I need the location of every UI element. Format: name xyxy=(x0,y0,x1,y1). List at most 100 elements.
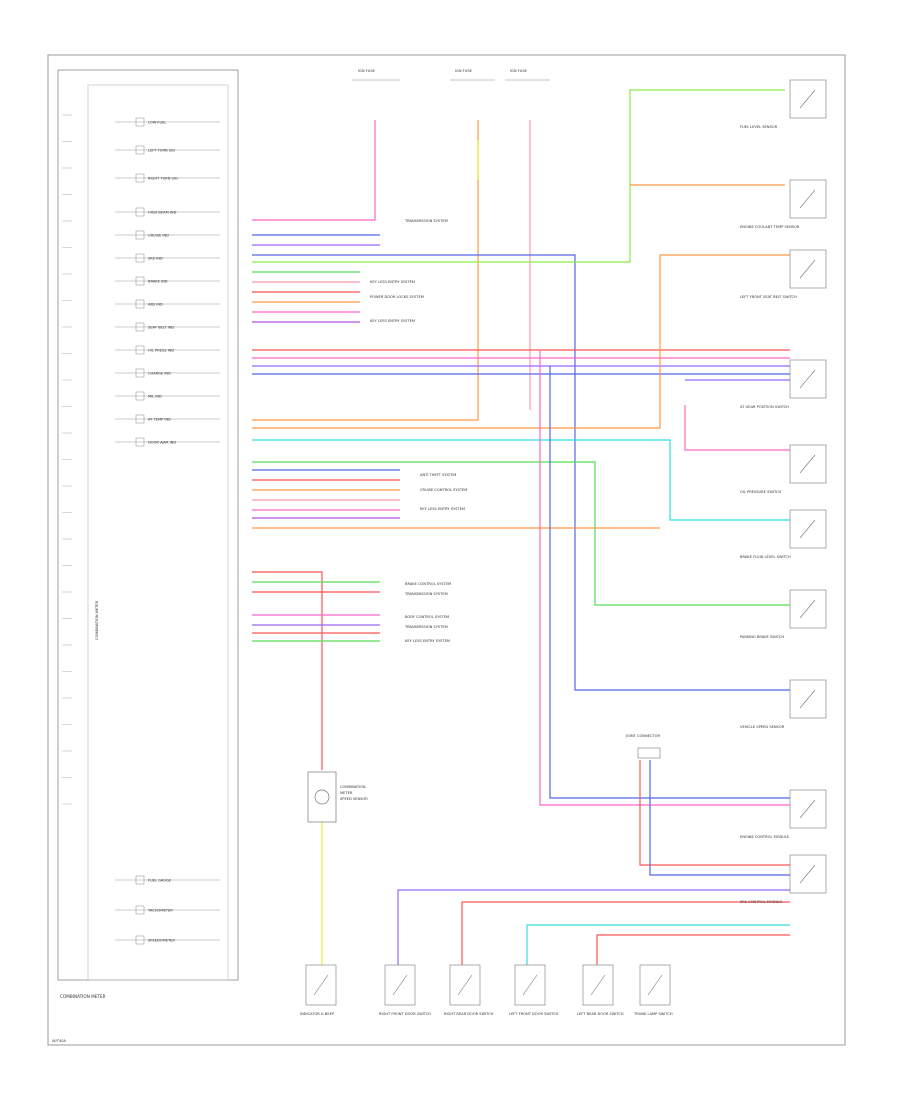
right-component: LEFT FRONT SEAT BELT SWITCH xyxy=(740,249,827,299)
center-system-labels: TRANSMISSION SYSTEM KEY LESS ENTRY SYSTEM… xyxy=(370,219,467,643)
bottom-component-label: RIGHT FRONT DOOR SWITCH xyxy=(379,1012,431,1016)
cluster-item: CHARGE IND xyxy=(115,368,220,378)
right-component-label: LEFT FRONT SEAT BELT SWITCH xyxy=(740,295,797,299)
bottom-component: LEFT FRONT DOOR SWITCH xyxy=(509,964,558,1016)
fuse-label-2: IGN FUSE xyxy=(455,69,473,73)
right-component: PARKING BRAKE SWITCH xyxy=(740,589,827,639)
system-label: CRUISE CONTROL SYSTEM xyxy=(420,488,467,492)
bottom-component-label: LEFT FRONT DOOR SWITCH xyxy=(509,1012,558,1016)
right-component: ENGINE CONTROL MODULE xyxy=(740,789,827,839)
cluster-item-label: MIL IND xyxy=(148,395,162,399)
joint-connector: JOINT CONNECTOR xyxy=(625,734,660,759)
cluster-box xyxy=(57,69,239,981)
system-label: BODY CONTROL SYSTEM xyxy=(405,615,449,619)
system-label: TRANSMISSION SYSTEM xyxy=(404,219,448,223)
fuse-label-3: IGN FUSE xyxy=(510,69,528,73)
wire-cyan-mid xyxy=(252,439,790,521)
wire-purple-door1 xyxy=(397,889,790,965)
cluster-pin-labels xyxy=(62,114,72,805)
cluster-item-label: LEFT TURN SIG xyxy=(148,149,175,153)
cluster-item: SPEEDOMETER xyxy=(115,935,220,945)
wire-lime-1 xyxy=(252,89,785,263)
right-component-label: BRAKE FLUID LEVEL SWITCH xyxy=(740,555,791,559)
right-component: AT GEAR POSITION SWITCH xyxy=(740,359,827,409)
wire-red-door4 xyxy=(596,934,790,965)
right-component-label: AT GEAR POSITION SWITCH xyxy=(740,405,789,409)
wire-blue-srs2 xyxy=(649,760,790,876)
speed-sensor-gauge: COMBINATION METER SPEED SENSOR xyxy=(307,771,368,823)
bottom-component: LEFT REAR DOOR SWITCH xyxy=(577,964,624,1016)
bottom-component-label: LEFT REAR DOOR SWITCH xyxy=(577,1012,624,1016)
right-component: ENGINE COOLANT TEMP SENSOR xyxy=(740,179,827,229)
cluster-item: OIL PRESS IND xyxy=(115,345,220,355)
cluster-item-label: TACHOMETER xyxy=(147,909,173,913)
right-component: FUEL LEVEL SENSOR xyxy=(740,79,827,129)
cluster-item: SRS IND xyxy=(115,253,220,263)
cluster-item-label: ABS IND xyxy=(148,303,163,307)
cluster-item-label: AT TEMP IND xyxy=(148,418,171,422)
system-label: ANTI THEFT SYSTEM xyxy=(420,473,456,477)
right-component-label: FUEL LEVEL SENSOR xyxy=(740,125,778,129)
system-label: TRANSMISSION SYSTEM xyxy=(404,625,448,629)
wire-orange-top xyxy=(252,120,479,421)
wire-red-speed xyxy=(252,571,323,770)
system-label: TRANSMISSION SYSTEM xyxy=(404,592,448,596)
cluster-item: BRAKE IND xyxy=(115,276,220,286)
wire-blue-srs xyxy=(549,366,790,799)
cluster-item-label: FUEL GAUGE xyxy=(148,879,172,883)
wire-red-door2 xyxy=(461,901,790,965)
cluster-item: AT TEMP IND xyxy=(115,414,220,424)
system-label: KEY LESS ENTRY SYSTEM xyxy=(370,280,415,284)
cluster-item: HIGH BEAM IND xyxy=(115,207,220,217)
system-label: KEY LESS ENTRY SYSTEM xyxy=(420,507,465,511)
wire-cyan-door3 xyxy=(526,924,790,965)
cluster-item-label: CRUISE IND xyxy=(148,234,169,238)
diagram-frame xyxy=(47,54,846,1046)
system-label: KEY LESS ENTRY SYSTEM xyxy=(370,319,415,323)
diagram-footer: W/T40A xyxy=(52,1039,67,1043)
cluster-item-label: LOW FUEL xyxy=(148,121,166,125)
cluster-item-label: SEAT BELT IND xyxy=(148,326,174,330)
right-component-label: PARKING BRAKE SWITCH xyxy=(740,635,784,639)
cluster-item-label: SRS IND xyxy=(148,257,163,261)
cluster-item-label: CHARGE IND xyxy=(148,372,171,376)
svg-text:SPEED SENSOR: SPEED SENSOR xyxy=(340,797,368,801)
wire-orange-mid xyxy=(252,254,790,429)
cluster-item-label: DOOR AJAR IND xyxy=(148,441,176,445)
top-fuses: IGN FUSE IGN FUSE IGN FUSE xyxy=(352,69,550,81)
svg-text:JOINT CONNECTOR: JOINT CONNECTOR xyxy=(625,734,660,738)
bottom-component: TRUNK LAMP SWITCH xyxy=(633,964,673,1016)
wires xyxy=(252,89,790,965)
bottom-component: RIGHT REAR DOOR SWITCH xyxy=(444,964,494,1016)
cluster-item: FUEL GAUGE xyxy=(115,875,220,885)
cluster-inner xyxy=(87,84,229,981)
bottom-component: RIGHT FRONT DOOR SWITCH xyxy=(379,964,431,1016)
right-component: VEHICLE SPEED SENSOR xyxy=(740,679,827,729)
wire-pink-srs xyxy=(539,350,790,806)
right-component: OIL PRESSURE SWITCH xyxy=(740,444,827,494)
cluster-item: CRUISE IND xyxy=(115,230,220,240)
cluster-item: TACHOMETER xyxy=(115,905,220,915)
cluster-side-label: COMBINATION METER xyxy=(95,600,99,640)
bottom-component-label: INDICATOR & BEEP xyxy=(300,1012,335,1016)
svg-text:COMBINATION: COMBINATION xyxy=(340,785,366,789)
bottom-component-label: RIGHT REAR DOOR SWITCH xyxy=(444,1012,494,1016)
cluster-item: LEFT TURN SIG xyxy=(115,145,220,155)
right-component-label: ENGINE CONTROL MODULE xyxy=(740,835,790,839)
cluster-footer-label: COMBINATION METER xyxy=(60,994,106,999)
fuse-label-1: IGN FUSE xyxy=(358,69,376,73)
bottom-component-label: TRUNK LAMP SWITCH xyxy=(633,1012,673,1016)
cluster-item-label: SPEEDOMETER xyxy=(148,939,175,943)
wire-blue-2 xyxy=(252,254,790,691)
bottom-components: INDICATOR & BEEP RIGHT FRONT DOOR SWITCH R… xyxy=(300,964,673,1016)
cluster-item: LOW FUEL xyxy=(115,117,220,127)
wire-pink-top xyxy=(252,120,376,221)
cluster-item: SEAT BELT IND xyxy=(115,322,220,332)
cluster-item-label: BRAKE IND xyxy=(148,280,168,284)
right-component-label: SRS CONTROL MODULE xyxy=(740,900,783,904)
right-components: FUEL LEVEL SENSOR ENGINE COOLANT TEMP SEN… xyxy=(740,79,827,904)
cluster-item-label: HIGH BEAM IND xyxy=(148,211,177,215)
cluster-item-label: OIL PRESS IND xyxy=(148,349,174,353)
